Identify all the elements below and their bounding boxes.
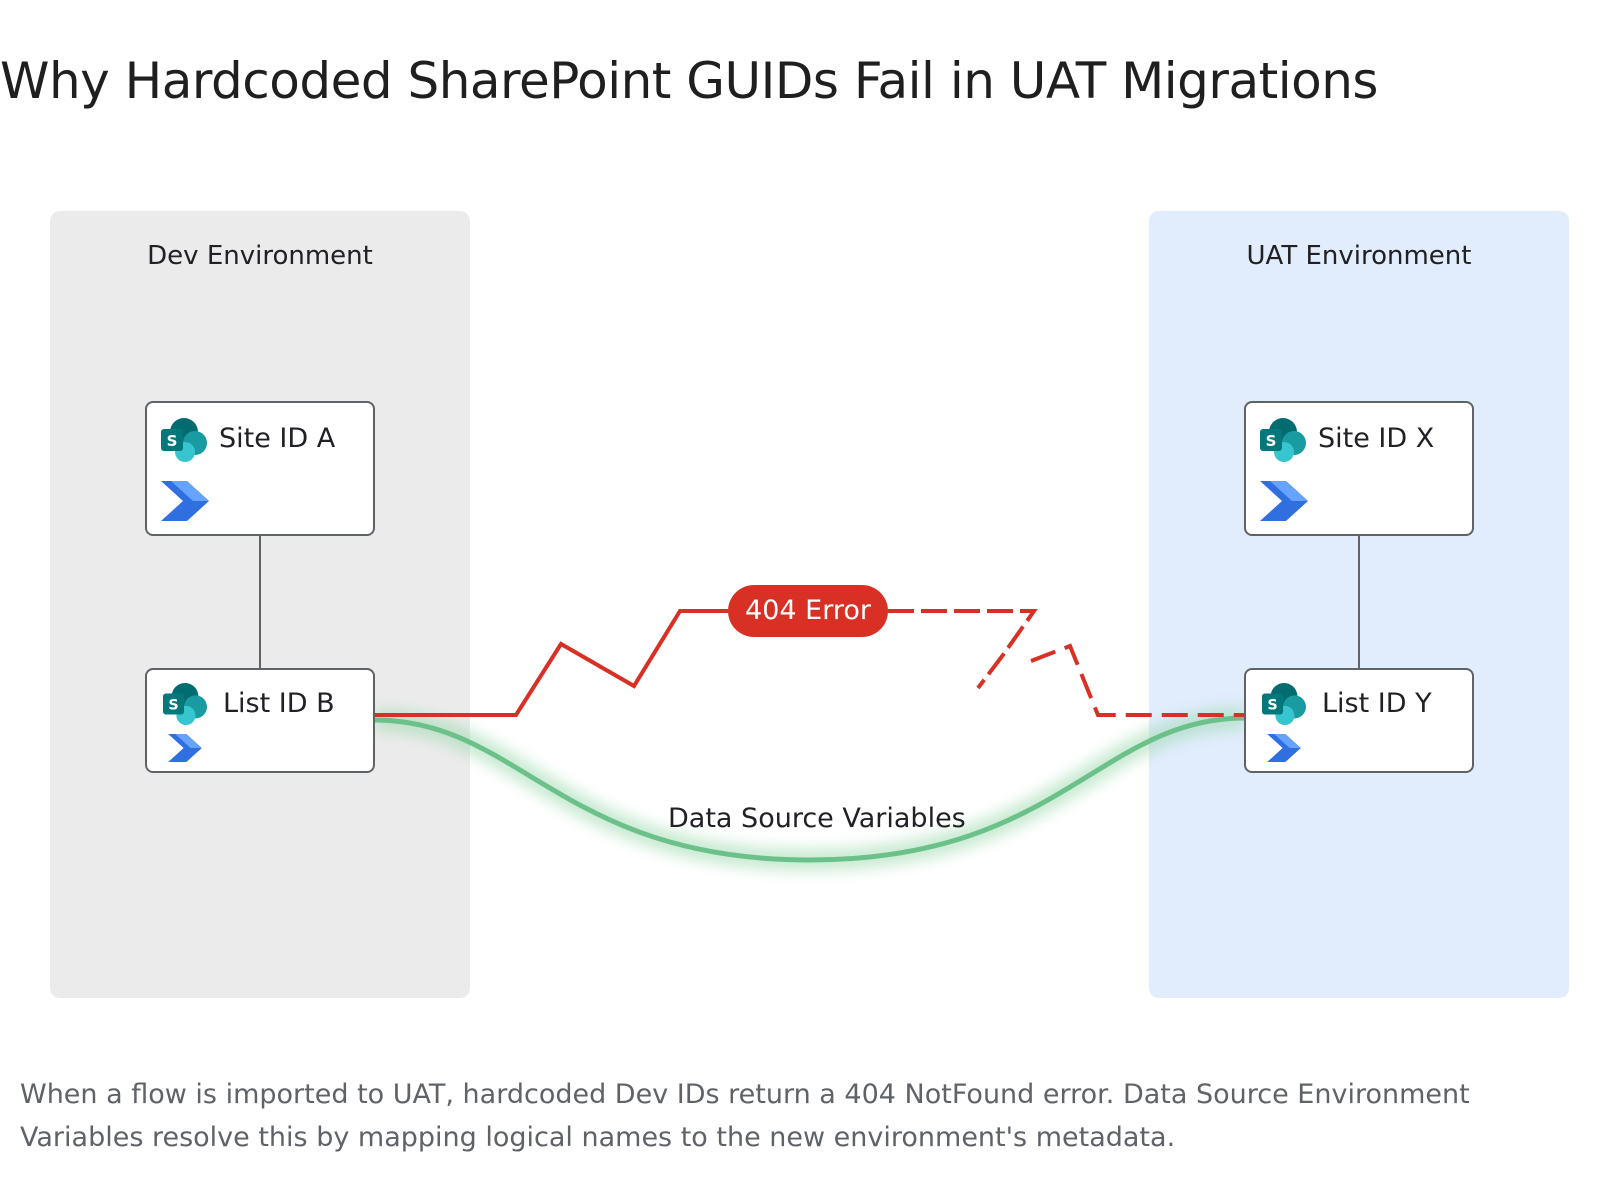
svg-text:S: S	[167, 432, 178, 450]
uat-list-label: List ID Y	[1322, 688, 1432, 719]
svg-text:S: S	[168, 698, 178, 714]
dev-list-label: List ID B	[223, 688, 335, 719]
sharepoint-icon: S	[1262, 682, 1306, 726]
power-automate-icon	[1267, 734, 1301, 762]
dev-site-label: Site ID A	[219, 423, 336, 454]
sharepoint-icon: S	[163, 682, 207, 726]
error-badge: 404 Error	[728, 585, 888, 637]
svg-text:S: S	[1266, 432, 1277, 450]
page-title: Why Hardcoded SharePoint GUIDs Fail in U…	[0, 52, 1378, 110]
variables-curve-glow	[374, 707, 1246, 872]
dev-environment-label: Dev Environment	[147, 241, 373, 271]
error-path-right-top	[888, 609, 1038, 690]
variables-curve	[374, 715, 1246, 863]
dev-list-node: S List ID B	[145, 668, 375, 773]
svg-text:S: S	[1267, 698, 1277, 714]
power-automate-icon	[168, 734, 202, 762]
data-source-variables-label: Data Source Variables	[668, 803, 966, 834]
uat-environment-label: UAT Environment	[1246, 241, 1472, 271]
dev-site-node: S Site ID A	[145, 401, 375, 536]
uat-list-node: S List ID Y	[1244, 668, 1474, 773]
uat-site-node: S Site ID X	[1244, 401, 1474, 536]
power-automate-icon	[1260, 481, 1308, 521]
sharepoint-icon: S	[1260, 418, 1306, 462]
uat-environment-panel: UAT Environment	[1149, 211, 1569, 998]
caption: When a flow is imported to UAT, hardcode…	[20, 1079, 1470, 1153]
error-path-left	[375, 609, 728, 717]
sharepoint-icon: S	[161, 418, 207, 462]
power-automate-icon	[161, 481, 209, 521]
error-path-right-bottom	[1030, 643, 1245, 717]
uat-site-label: Site ID X	[1318, 423, 1435, 454]
